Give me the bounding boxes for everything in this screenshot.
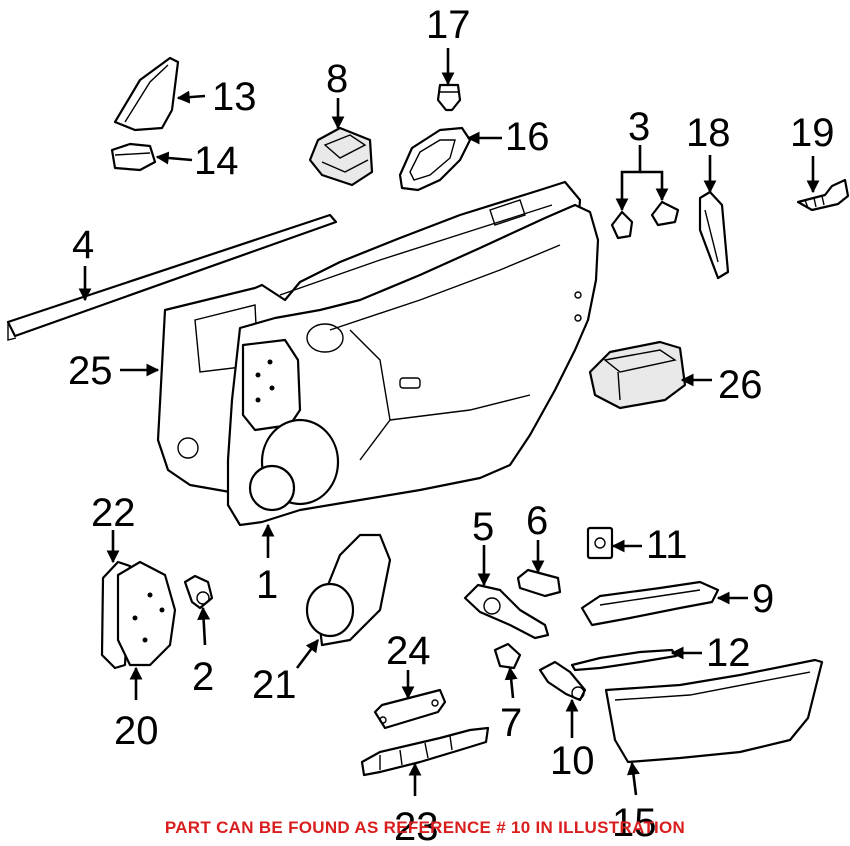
callout-17: 17 — [426, 3, 471, 47]
callout-5: 5 — [472, 505, 494, 549]
weatherstrip-part — [6, 213, 338, 341]
callout-4: 4 — [72, 223, 94, 267]
callout-10: 10 — [550, 739, 595, 783]
callout-11: 11 — [646, 523, 688, 567]
callout-25: 25 — [68, 349, 113, 393]
handle-bezel-part — [398, 126, 472, 192]
callout-19: 19 — [790, 111, 835, 155]
armrest-part — [580, 580, 720, 627]
clip-2-part — [183, 574, 214, 610]
callout-labels: 13 14 8 17 16 3 18 19 4 25 26 1 22 20 2 … — [68, 3, 835, 846]
callout-21: 21 — [252, 663, 297, 707]
plug-parts — [610, 200, 680, 240]
callout-15: 15 — [612, 801, 657, 845]
callout-22: 22 — [91, 491, 136, 535]
callout-23: 23 — [394, 805, 439, 846]
callout-16: 16 — [505, 115, 550, 159]
callout-18: 18 — [686, 111, 731, 155]
callout-6: 6 — [526, 499, 548, 543]
switch-part — [308, 126, 374, 187]
callout-26: 26 — [718, 363, 763, 407]
callout-1: 1 — [256, 563, 278, 607]
callout-9: 9 — [752, 577, 774, 621]
callout-13: 13 — [212, 75, 257, 119]
screw-part — [796, 178, 850, 212]
molding-part — [570, 648, 678, 672]
plug-7-part — [493, 642, 522, 670]
callout-14: 14 — [194, 139, 239, 183]
strip-part — [698, 190, 730, 280]
module-part — [588, 340, 687, 410]
door-trim-panel-part — [226, 203, 600, 527]
callout-2: 2 — [192, 655, 214, 699]
cover-20-part — [116, 560, 177, 667]
callout-12: 12 — [706, 631, 751, 675]
bracket-24-part — [373, 688, 447, 730]
clip-11-part — [586, 526, 614, 560]
callout-24: 24 — [386, 629, 431, 673]
callout-20: 20 — [114, 709, 159, 753]
panel-15-part — [604, 658, 824, 764]
handle-bezel-5-part — [463, 583, 550, 640]
callout-3: 3 — [628, 105, 650, 149]
clip-part — [436, 83, 462, 112]
pull-part — [516, 568, 562, 598]
leader-arrows — [78, 48, 820, 796]
part-14 — [110, 142, 157, 172]
reference-note: PART CAN BE FOUND AS REFERENCE # 10 IN I… — [164, 818, 686, 837]
bracket-23-part — [360, 726, 490, 777]
mirror-cover-part — [113, 56, 180, 132]
speaker-grille-part — [305, 533, 392, 647]
callout-8: 8 — [326, 57, 348, 101]
callout-7: 7 — [500, 701, 522, 745]
